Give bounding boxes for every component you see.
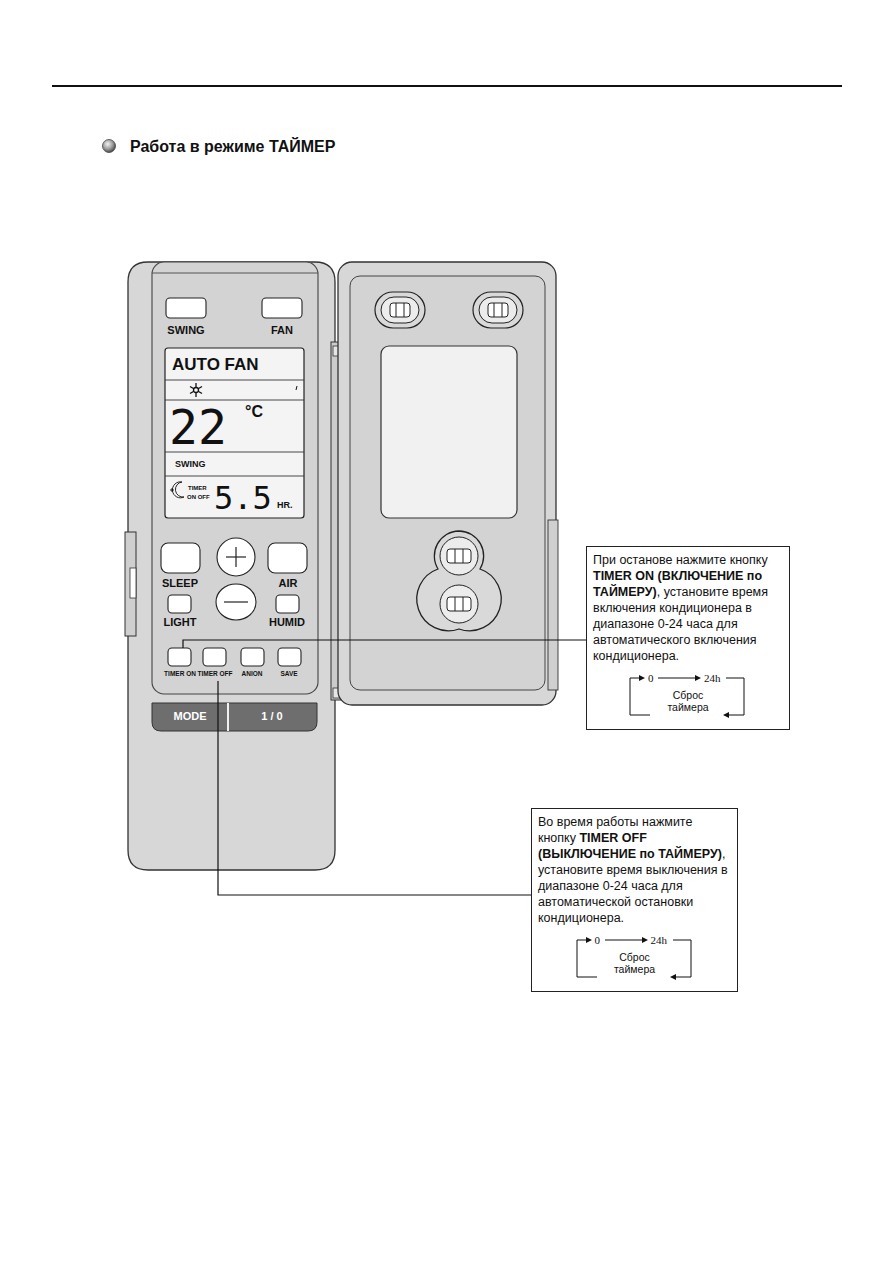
arrow-head: [642, 937, 648, 943]
cycle-start: 0: [595, 934, 601, 947]
button-label: FAN: [271, 325, 293, 336]
instruction-text: При останове нажмите кнопку: [593, 553, 768, 567]
button-label: 1 / 0: [261, 711, 282, 722]
display-digits: 22: [169, 403, 227, 451]
button-label: TIMER ON: [164, 671, 196, 678]
display-text: AUTO FAN: [172, 356, 259, 373]
display-text: TIMER: [188, 485, 207, 491]
section-title: Работа в режиме ТАЙМЕР: [130, 138, 335, 156]
display-unit: °C: [245, 404, 263, 420]
cycle-line: [726, 678, 744, 715]
callout-box: При останове нажмите кнопку TIMER ON (ВК…: [586, 546, 790, 730]
display-text: SWING: [175, 460, 206, 469]
plus-button: [217, 538, 255, 576]
callout-box: Во время работы нажмите кнопку TIMER OFF…: [531, 808, 738, 992]
mode-band: [152, 703, 317, 731]
remote-lid: [338, 262, 556, 705]
cycle-line: [673, 940, 691, 977]
cycle-line: [577, 940, 588, 977]
side-slider: [125, 532, 136, 636]
button-label: TIMER OFF: [197, 671, 232, 678]
lid-window: [381, 346, 517, 518]
button-label: HUMID: [269, 617, 305, 628]
timer-off-button: [203, 648, 226, 666]
cycle-reset: Сброс таймера: [656, 689, 720, 713]
humid-button: [276, 595, 299, 613]
callout-text: Во время работы нажмите кнопку TIMER OFF…: [538, 814, 731, 926]
remote-face: [152, 262, 318, 694]
snowflake-icon: [190, 383, 202, 397]
save-button: [278, 648, 301, 666]
button-label: SWING: [167, 325, 204, 336]
button-label: SLEEP: [162, 578, 198, 589]
sleep-icon: [170, 482, 184, 498]
cycle-end: 24h: [651, 934, 668, 947]
cycle-line: [630, 715, 650, 716]
timer-cycle: 0 24hСброс таймера: [626, 669, 750, 723]
lid-rocker: [417, 531, 502, 631]
button-label: SAVE: [280, 671, 297, 678]
callout-text: При останове нажмите кнопку TIMER ON (ВК…: [593, 552, 783, 664]
cycle-line: [630, 678, 641, 715]
remote-edge: [152, 273, 318, 274]
arrow-head: [670, 974, 676, 980]
lcd-tick: [296, 386, 297, 390]
arrow-head: [723, 712, 729, 718]
cycle-line: [577, 977, 597, 978]
timer-cycle: 0 24hСброс таймера: [573, 931, 697, 985]
cycle-line: [605, 940, 643, 941]
cycle-line: [658, 678, 696, 679]
swing-button: [166, 298, 206, 318]
lid-panel: [350, 276, 545, 690]
lcd-divider: [165, 380, 304, 476]
arrow-head: [695, 675, 701, 681]
lid-button: [375, 292, 523, 328]
lcd-display: [165, 348, 304, 518]
sleep-button: [161, 543, 200, 573]
remote-body: [128, 262, 335, 870]
button-label: ANION: [242, 671, 263, 678]
leader-line: [218, 681, 531, 895]
cycle-end: 24h: [704, 672, 721, 685]
cycle-start: 0: [648, 672, 654, 685]
button-label: LIGHT: [164, 617, 197, 628]
side-slider: [130, 568, 136, 598]
minus-button: [216, 584, 256, 620]
plus-symbol: [226, 547, 246, 567]
cycle-reset: Сброс таймера: [603, 951, 667, 975]
lid-strip: [548, 520, 558, 690]
timer-on-button: [168, 648, 191, 666]
bullet: [103, 140, 116, 153]
leader-line: [183, 640, 586, 648]
button-label: MODE: [174, 711, 207, 722]
air-button: [268, 543, 307, 573]
band-divider: [227, 703, 229, 731]
arrow-head: [639, 675, 645, 681]
minus-symbol: [224, 601, 248, 602]
display-digits: 5.5: [214, 482, 272, 514]
header-rule: [52, 85, 842, 87]
anion-button: [241, 648, 264, 666]
fan-button: [262, 298, 302, 318]
arrow-head: [586, 937, 592, 943]
light-button: [168, 595, 191, 613]
display-text: ON OFF: [187, 494, 210, 500]
display-unit: HR.: [277, 501, 293, 510]
button-label: AIR: [279, 578, 298, 589]
